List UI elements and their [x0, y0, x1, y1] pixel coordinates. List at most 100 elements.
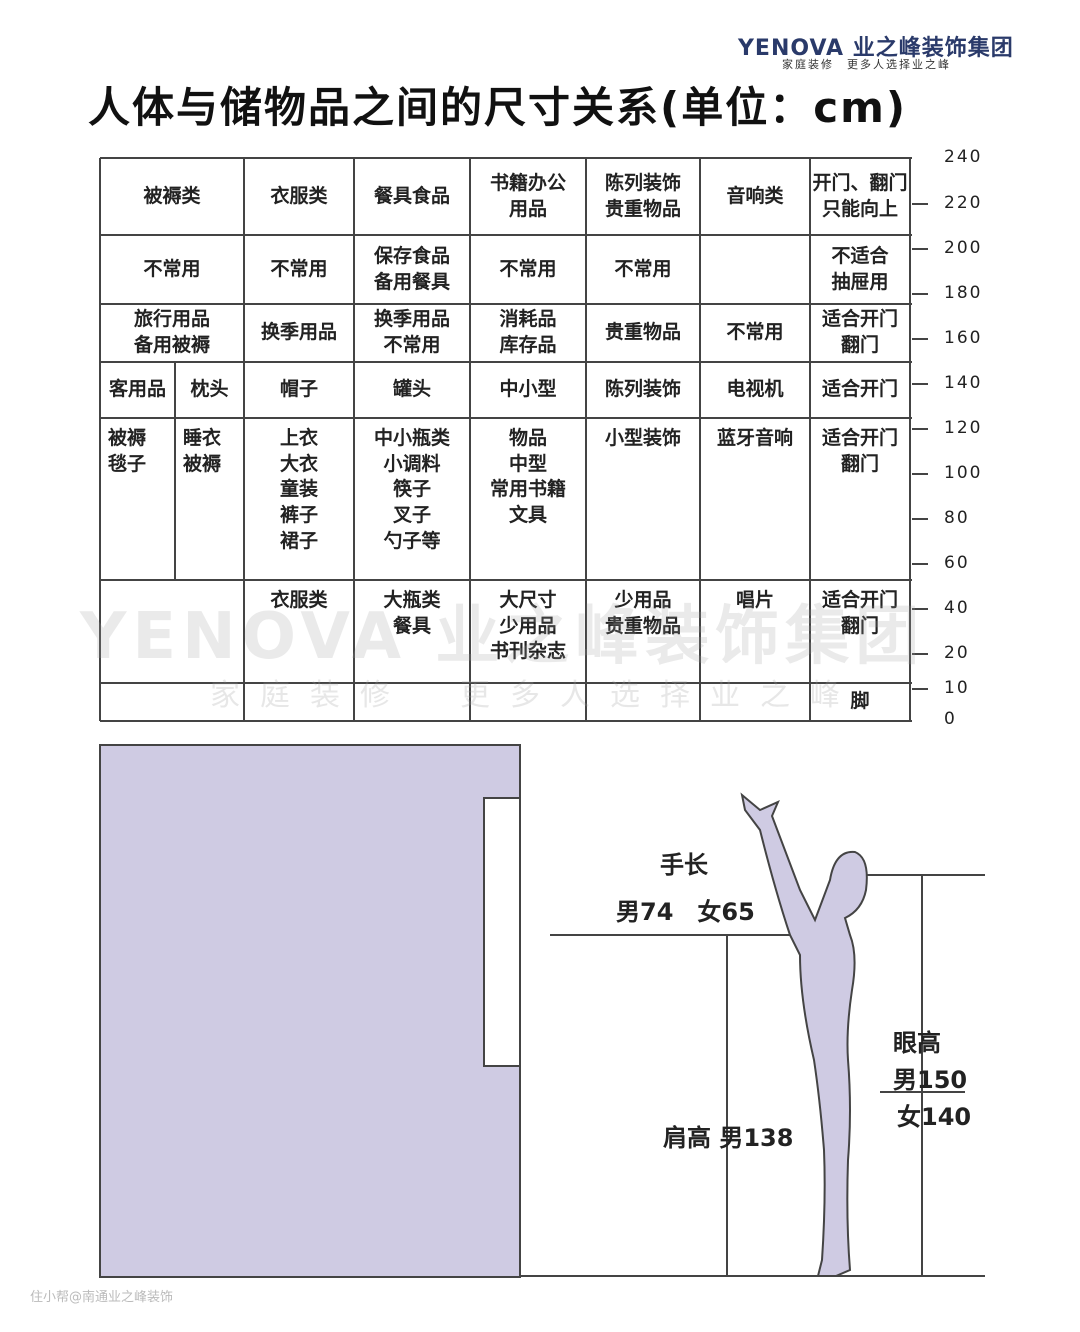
table-cell: 换季用品 不常用 [373, 308, 450, 356]
scale-label: 200 [944, 238, 983, 258]
table-cell: 中小瓶类 小调料 筷子 叉子 勺子等 [373, 427, 450, 552]
table-col-line [809, 158, 811, 721]
table-col-line [469, 158, 471, 721]
table-cell: 消耗品 库存品 [499, 308, 557, 356]
scale-tick [912, 563, 928, 565]
scale-tick [912, 608, 928, 610]
cabinet [99, 744, 521, 1278]
scale-tick [912, 203, 928, 205]
scale-label: 140 [944, 373, 983, 393]
table-cell: 不适合 抽屉用 [831, 244, 889, 293]
table-cell: 罐头 [392, 378, 431, 401]
page-title: 人体与储物品之间的尺寸关系(单位：cm) [88, 83, 908, 132]
body-dimension-diagram [99, 744, 985, 1278]
human-figure [740, 792, 868, 1277]
scale-tick [912, 473, 928, 475]
table-cell: 旅行用品 备用被褥 [133, 308, 210, 356]
table-cell: 衣服类 [270, 184, 328, 207]
table-cell: 少用品 贵重物品 [604, 589, 681, 637]
table-row-line [100, 720, 912, 722]
table-row-line [100, 579, 912, 581]
arm-length-values: 男74 女65 [616, 898, 755, 926]
scale-label: 0 [944, 709, 957, 729]
scale-tick [912, 653, 928, 655]
table-col-line [243, 158, 245, 721]
table-cell: 蓝牙音响 [716, 427, 793, 449]
watermark-sub: 家庭装修 更多人选择业之峰 [210, 678, 860, 713]
table-cell: 保存食品 备用餐具 [373, 244, 450, 293]
scale-label: 100 [944, 463, 983, 483]
table-col-line [585, 158, 587, 721]
watermark: YENOVA 业之峰装饰集团 [80, 600, 926, 674]
table-cell: 客用品 [108, 378, 166, 401]
table-cell: 帽子 [279, 378, 318, 401]
table-cell: 枕头 [190, 378, 229, 401]
scale-label: 10 [944, 678, 970, 698]
table-cell: 陈列装饰 [604, 378, 681, 401]
table-cell: 不常用 [270, 257, 328, 280]
scale-label: 160 [944, 328, 983, 348]
scale-label: 60 [944, 553, 970, 573]
scale-tick [912, 688, 928, 690]
scale-label: 180 [944, 283, 983, 303]
table-cell: 不常用 [143, 257, 201, 280]
scale-label: 220 [944, 193, 983, 213]
table-cell: 适合开门 翻门 [821, 427, 898, 475]
scale-tick [912, 293, 928, 295]
table-cell: 睡衣 被褥 [183, 427, 222, 475]
arm-length-label: 手长 [660, 851, 708, 879]
scale-tick [912, 383, 928, 385]
shoulder-height-label: 肩高 男138 [663, 1124, 794, 1152]
table-cell: 物品 中型 常用书籍 文具 [489, 427, 566, 526]
table-col-line [99, 158, 101, 721]
table-cell: 大尺寸 少用品 书刊杂志 [489, 589, 566, 663]
table-cell: 小型装饰 [604, 427, 681, 449]
table-col-line [909, 158, 911, 721]
eye-height-male: 男150 [893, 1066, 968, 1094]
table-cell: 贵重物品 [604, 321, 681, 344]
scale-label: 80 [944, 508, 970, 528]
scale-label: 40 [944, 598, 970, 618]
table-cell: 不常用 [614, 257, 672, 280]
brand-logo: YENOVA 业之峰装饰集团 [738, 36, 1014, 61]
table-cell: 书籍办公 用品 [489, 171, 566, 220]
table-cell: 电视机 [726, 378, 784, 401]
eye-height-label: 眼高 [893, 1029, 941, 1057]
table-row-line [100, 234, 912, 236]
scale-tick [912, 428, 928, 430]
table-row-line [100, 682, 912, 684]
table-col-line [174, 362, 176, 580]
eye-height-female: 女140 [897, 1103, 972, 1131]
cabinet-handle [483, 797, 521, 1067]
table-cell: 适合开门 翻门 [821, 308, 898, 356]
table-cell: 不常用 [726, 321, 784, 344]
table-cell: 适合开门 [821, 378, 898, 401]
table-row-line [100, 417, 912, 419]
table-cell: 不常用 [499, 257, 557, 280]
table-cell: 脚 [850, 690, 870, 713]
table-col-line [353, 158, 355, 721]
table-cell: 上衣 大衣 童装 裤子 裙子 [279, 427, 318, 552]
table-cell: 适合开门 翻门 [821, 589, 898, 637]
table-cell: 唱片 [735, 589, 774, 611]
scale-label: 20 [944, 643, 970, 663]
table-cell: 陈列装饰 贵重物品 [604, 171, 681, 220]
footer-watermark: 住小帮@南通业之峰装饰 [30, 1290, 174, 1305]
table-row-line [100, 303, 912, 305]
table-cell: 餐具食品 [373, 184, 450, 207]
table-cell: 音响类 [726, 184, 784, 207]
table-cell: 大瓶类 餐具 [383, 589, 441, 637]
table-cell: 被褥 毯子 [108, 427, 147, 475]
scale-tick [912, 518, 928, 520]
table-cell: 换季用品 [260, 321, 337, 344]
table-cell: 衣服类 [270, 589, 328, 611]
table-cell: 开门、翻门 只能向上 [812, 171, 908, 220]
table-col-line [699, 158, 701, 721]
scale-label: 120 [944, 418, 983, 438]
scale-label: 240 [944, 147, 983, 167]
brand-tagline: 家庭装修 更多人选择业之峰 [782, 58, 951, 71]
table-cell: 中小型 [499, 378, 557, 401]
scale-tick [912, 248, 928, 250]
scale-tick [912, 338, 928, 340]
